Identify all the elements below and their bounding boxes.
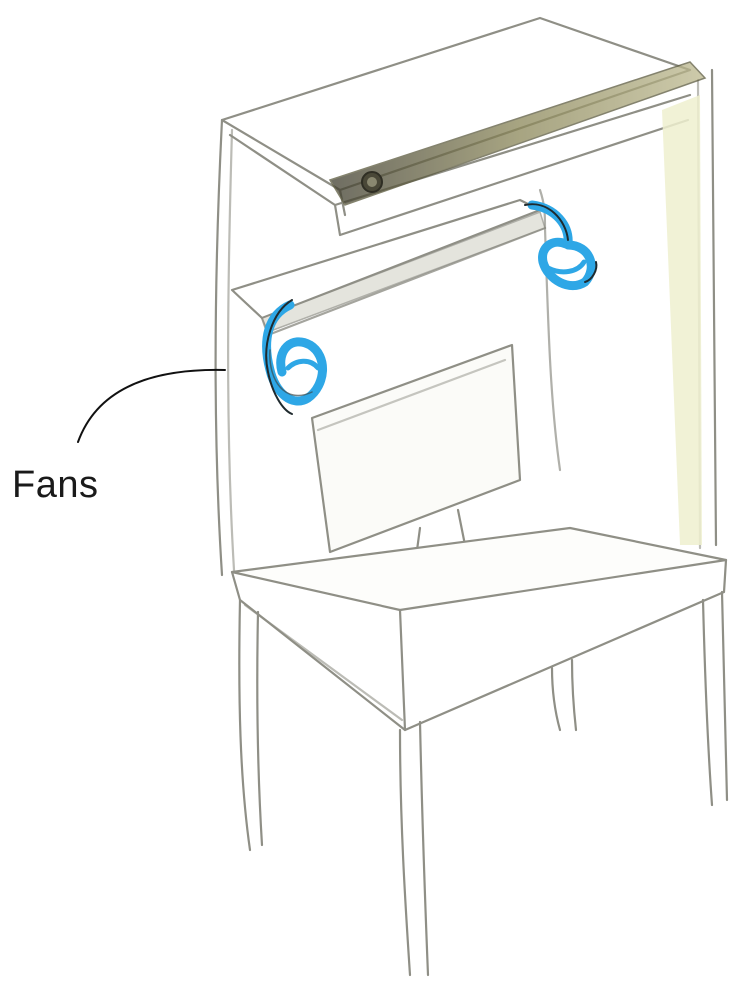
fans-label: Fans [12, 462, 98, 508]
monitor [312, 345, 520, 568]
desk [232, 528, 727, 975]
lower-shelf-strip [262, 212, 545, 332]
side-panel-highlight [662, 95, 702, 545]
leader-line [78, 370, 225, 442]
